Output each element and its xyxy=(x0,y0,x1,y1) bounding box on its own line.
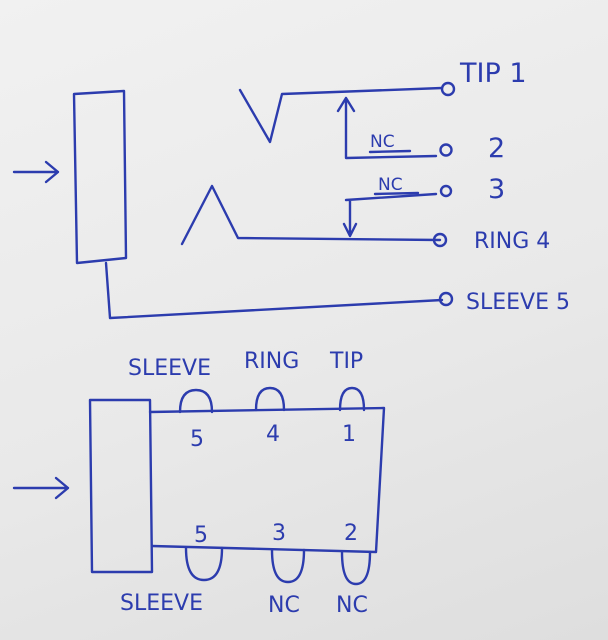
footprint-bottom: SLEEVE RING TIP 5 4 1 5 3 2 SLEEVE NC NC xyxy=(12,349,386,618)
jack-body-bottom xyxy=(88,398,154,574)
nc-contact-upper-lines xyxy=(336,96,438,160)
label-tip-1: TIP 1 xyxy=(459,58,527,89)
terminal-2-icon xyxy=(439,143,453,157)
label-nc-upper: NC xyxy=(370,132,395,152)
pin-number-1-top: 1 xyxy=(342,422,356,447)
jack-body-top xyxy=(72,89,128,265)
label-ring-top: RING xyxy=(244,349,299,374)
insert-arrow-top xyxy=(12,160,60,184)
lug-nc2-bottom-icon xyxy=(340,550,372,586)
pin-number-4-top: 4 xyxy=(266,422,280,447)
sleeve-wire xyxy=(104,261,444,320)
label-nc-bottom-2: NC xyxy=(336,593,368,618)
jack-outline-bottom xyxy=(148,406,386,554)
lug-sleeve-top-icon xyxy=(178,388,214,414)
label-ring-4: RING 4 xyxy=(474,229,550,254)
pin-number-2-bottom: 2 xyxy=(344,521,358,546)
terminal-tip-icon xyxy=(440,81,456,97)
nc-upper-underline xyxy=(368,149,412,154)
lug-nc3-bottom-icon xyxy=(270,548,306,584)
terminal-ring-icon xyxy=(432,232,448,248)
label-nc-bottom-3: NC xyxy=(268,593,300,618)
label-tip-top: TIP xyxy=(329,349,363,374)
pin-number-3-bottom: 3 xyxy=(272,521,286,546)
lug-tip-top-icon xyxy=(338,386,366,412)
label-3: 3 xyxy=(488,174,505,205)
lug-ring-top-icon xyxy=(254,386,286,412)
lug-sleeve-bottom-icon xyxy=(184,546,224,582)
label-sleeve-5: SLEEVE 5 xyxy=(466,290,570,315)
terminal-sleeve-icon xyxy=(438,291,454,307)
nc-contact-lower-lines xyxy=(342,192,438,238)
label-2: 2 xyxy=(488,133,505,164)
nc-lower-underline xyxy=(373,191,420,196)
insert-arrow-bottom xyxy=(12,476,70,500)
label-sleeve-top: SLEEVE xyxy=(128,356,211,381)
ring-spring xyxy=(180,184,442,246)
pin-number-5-top: 5 xyxy=(190,427,204,452)
pin-number-5-bottom: 5 xyxy=(194,523,208,548)
label-sleeve-bottom: SLEEVE xyxy=(120,591,203,616)
schematic-top: TIP 1 2 3 RING 4 SLEEVE 5 NC NC xyxy=(12,58,570,320)
label-nc-lower: NC xyxy=(378,175,403,195)
tip-spring xyxy=(238,86,444,144)
terminal-3-icon xyxy=(439,184,453,198)
